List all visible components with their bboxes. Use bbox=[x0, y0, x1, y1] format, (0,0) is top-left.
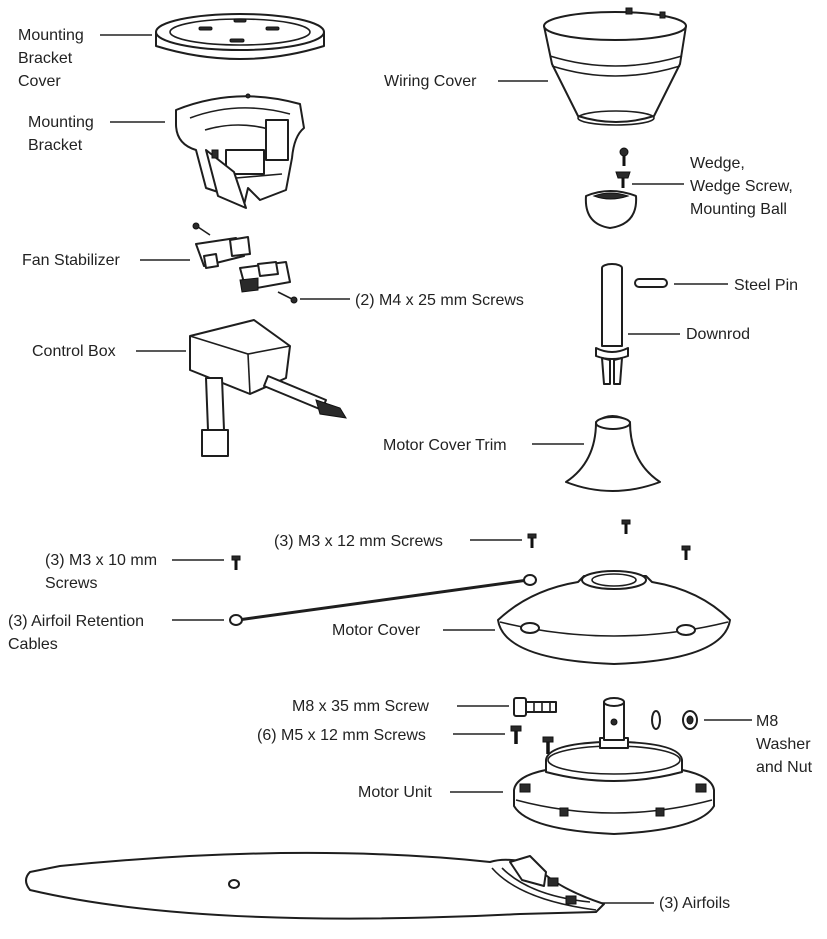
control-box-label: Control Box bbox=[32, 343, 116, 360]
mounting-bracket-label-line1: Mounting bbox=[28, 114, 94, 131]
m5-screws-part bbox=[510, 725, 554, 754]
mounting-bracket-cover-part bbox=[155, 13, 325, 60]
label-retention-cables: (3) Airfoil Retention Cables bbox=[8, 613, 224, 653]
label-m8-screw: M8 x 35 mm Screw bbox=[292, 698, 509, 715]
mounting-bracket-cover-label-line2: Bracket bbox=[18, 50, 73, 67]
control-box-part bbox=[189, 319, 347, 457]
downrod-part bbox=[595, 263, 629, 385]
wedge-ball-part bbox=[584, 147, 638, 229]
m3-12-screws-label: (3) M3 x 12 mm Screws bbox=[274, 533, 443, 550]
label-airfoils: (3) Airfoils bbox=[602, 895, 730, 912]
retention-cables-label-line1: (3) Airfoil Retention bbox=[8, 613, 144, 630]
wedge-label-line2: Wedge Screw, bbox=[690, 178, 793, 195]
motor-unit-part bbox=[513, 697, 715, 835]
mounting-bracket-label-line2: Bracket bbox=[28, 137, 83, 154]
label-wedge: Wedge, Wedge Screw, Mounting Ball bbox=[632, 155, 793, 218]
airfoils-label: (3) Airfoils bbox=[659, 895, 730, 912]
m8-screw-part bbox=[513, 697, 557, 717]
label-m3-10-screws: (3) M3 x 10 mm Screws bbox=[45, 552, 224, 592]
mounting-bracket-cover-label-line1: Mounting bbox=[18, 27, 84, 44]
label-m8-washer: M8 Washer and Nut bbox=[704, 713, 813, 776]
fan-stabilizer-part bbox=[192, 222, 298, 304]
label-fan-stabilizer: Fan Stabilizer bbox=[22, 252, 190, 269]
downrod-label: Downrod bbox=[686, 326, 750, 343]
steel-pin-part bbox=[634, 278, 668, 288]
label-motor-cover: Motor Cover bbox=[332, 622, 495, 639]
label-control-box: Control Box bbox=[32, 343, 186, 360]
label-steel-pin: Steel Pin bbox=[674, 277, 798, 294]
label-m5-screws: (6) M5 x 12 mm Screws bbox=[257, 727, 505, 744]
wiring-cover-part bbox=[543, 7, 687, 126]
steel-pin-label: Steel Pin bbox=[734, 277, 798, 294]
label-downrod: Downrod bbox=[628, 326, 750, 343]
motor-cover-part bbox=[497, 570, 731, 665]
label-mounting-bracket: Mounting Bracket bbox=[28, 114, 165, 154]
mounting-bracket-cover-label-line3: Cover bbox=[18, 73, 61, 90]
label-wiring-cover: Wiring Cover bbox=[384, 73, 548, 90]
m8-washer-label-line2: Washer bbox=[756, 736, 811, 753]
fan-stabilizer-label: Fan Stabilizer bbox=[22, 252, 120, 269]
m8-screw-label: M8 x 35 mm Screw bbox=[292, 698, 429, 715]
wedge-label-line1: Wedge, bbox=[690, 155, 745, 172]
motor-cover-trim-label: Motor Cover Trim bbox=[383, 437, 507, 454]
m4-screws-label: (2) M4 x 25 mm Screws bbox=[355, 292, 524, 309]
label-motor-unit: Motor Unit bbox=[358, 784, 503, 801]
motor-unit-label: Motor Unit bbox=[358, 784, 432, 801]
m8-washer-label-line1: M8 bbox=[756, 713, 778, 730]
airfoil-part bbox=[25, 851, 605, 920]
mounting-bracket-part bbox=[175, 93, 305, 209]
m3-10-screws-label-line1: (3) M3 x 10 mm bbox=[45, 552, 157, 569]
label-motor-cover-trim: Motor Cover Trim bbox=[383, 437, 584, 454]
label-mounting-bracket-cover: Mounting Bracket Cover bbox=[18, 27, 152, 90]
m3-12-screws-part bbox=[527, 519, 691, 560]
m3-10-screws-part bbox=[231, 555, 241, 570]
m8-washer-nut-part bbox=[651, 710, 698, 730]
wedge-label-line3: Mounting Ball bbox=[690, 201, 787, 218]
m8-washer-label-line3: and Nut bbox=[756, 759, 813, 776]
retention-cable-part bbox=[229, 574, 537, 626]
motor-cover-label: Motor Cover bbox=[332, 622, 421, 639]
label-m4-screws: (2) M4 x 25 mm Screws bbox=[300, 292, 524, 309]
motor-cover-trim-part bbox=[565, 415, 661, 492]
m3-10-screws-label-line2: Screws bbox=[45, 575, 97, 592]
retention-cables-label-line2: Cables bbox=[8, 636, 58, 653]
label-m3-12-screws: (3) M3 x 12 mm Screws bbox=[274, 533, 522, 550]
wiring-cover-label: Wiring Cover bbox=[384, 73, 477, 90]
m5-screws-label: (6) M5 x 12 mm Screws bbox=[257, 727, 426, 744]
